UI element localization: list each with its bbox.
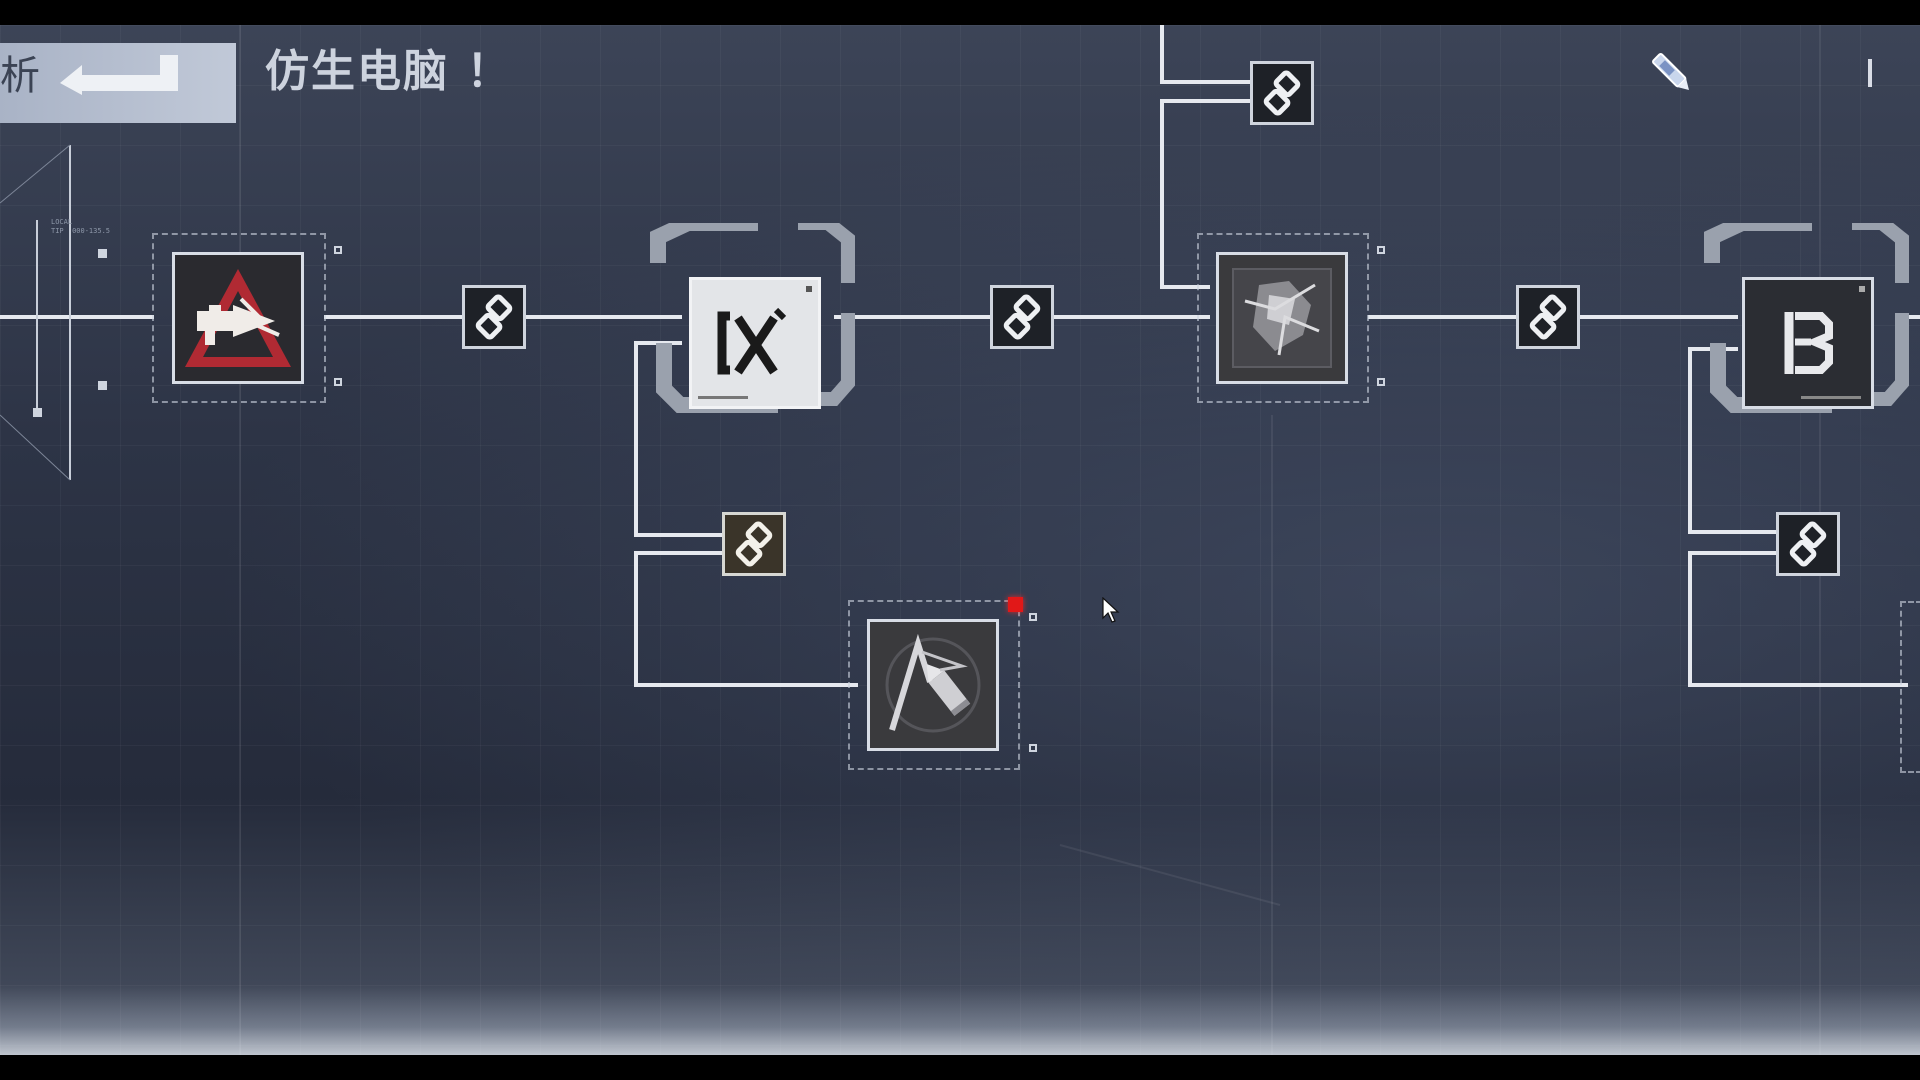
frame-corner	[1029, 744, 1037, 752]
skill-node-beta[interactable]	[1742, 277, 1874, 409]
frame-corner	[1377, 246, 1385, 254]
link-chain-icon	[735, 521, 773, 567]
beta-chip-icon	[1745, 280, 1871, 406]
pen-icon[interactable]	[1646, 47, 1698, 99]
node-frame-1	[152, 233, 326, 403]
skill-node-warning[interactable]	[172, 252, 304, 384]
link-node-alpha-branch[interactable]	[722, 512, 786, 576]
back-button-label: 析	[0, 53, 40, 99]
skill-node-bullet[interactable]	[867, 619, 999, 751]
skill-tree-screen: 析 仿生电脑 ！ LOCAL TIP 000-135.5	[0, 25, 1920, 1055]
bullet-arrow-icon	[870, 622, 996, 748]
link-node-beta-branch[interactable]	[1776, 512, 1840, 576]
skill-node-alpha[interactable]	[689, 277, 821, 409]
shattered-crystal-icon	[1219, 255, 1345, 381]
link-node-3[interactable]	[1516, 285, 1580, 349]
alert-badge	[1008, 597, 1023, 612]
link-node-2[interactable]	[990, 285, 1054, 349]
frame-corner	[1377, 378, 1385, 386]
link-node-top[interactable]	[1250, 61, 1314, 125]
offscreen-node-frame	[1900, 601, 1920, 773]
link-chain-icon	[1003, 294, 1041, 340]
frame-corner	[1029, 613, 1037, 621]
link-chain-icon	[1263, 70, 1301, 116]
link-chain-icon	[1789, 521, 1827, 567]
link-chain-icon	[1529, 294, 1567, 340]
link-node-1[interactable]	[462, 285, 526, 349]
frame-corner	[334, 378, 342, 386]
alpha-chip-icon	[692, 280, 818, 406]
skill-node-crystal[interactable]	[1216, 252, 1348, 384]
link-chain-icon	[475, 294, 513, 340]
node-frame-3	[1197, 233, 1369, 403]
node-frame-4	[848, 600, 1020, 770]
coordinate-readout: LOCAL TIP 000-135.5	[51, 218, 111, 235]
page-title: 仿生电脑 ！	[265, 46, 513, 97]
frame-corner	[334, 246, 342, 254]
warning-triangle-gun-icon	[175, 255, 301, 381]
bottom-frost-overlay	[0, 985, 1920, 1055]
connection-lines	[0, 25, 1920, 1055]
back-arrow-icon[interactable]	[52, 43, 192, 95]
topbar-divider	[1868, 59, 1872, 87]
mouse-cursor-icon	[1102, 597, 1120, 623]
